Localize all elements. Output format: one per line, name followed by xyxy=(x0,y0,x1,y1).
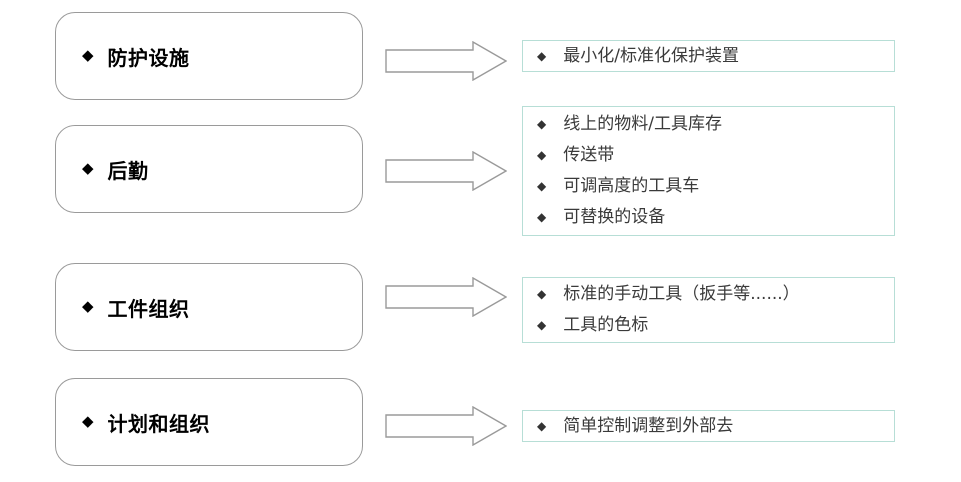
diamond-bullet-icon: ◆ xyxy=(537,48,547,63)
category-box-1[interactable]: ◆ 防护设施 xyxy=(55,12,363,100)
category-content-2: ◆ 后勤 xyxy=(56,155,149,184)
detail-text: 标准的手动工具（扳手等......） xyxy=(563,284,800,304)
diamond-bullet-icon: ◆ xyxy=(537,318,547,332)
category-label-3: 工件组织 xyxy=(107,296,190,321)
detail-text: 线上的物料/工具库存 xyxy=(563,114,722,134)
detail-text: 简单控制调整到外部去 xyxy=(563,415,734,436)
category-label-1: 防护设施 xyxy=(107,45,190,70)
detail-item: ◆ 最小化/标准化保护装置 xyxy=(523,41,894,72)
diamond-bullet-icon: ◆ xyxy=(537,179,547,193)
detail-item: ◆ 可替换的设备 xyxy=(523,202,894,233)
category-content-1: ◆ 防护设施 xyxy=(56,42,190,71)
category-box-3[interactable]: ◆ 工件组织 xyxy=(55,263,363,351)
detail-item: ◆ 工具的色标 xyxy=(523,310,894,341)
detail-box-1[interactable]: ◆ 最小化/标准化保护装置 xyxy=(522,40,895,72)
category-content-3: ◆ 工件组织 xyxy=(56,293,190,322)
arrow-right-icon-1 xyxy=(385,41,507,81)
diamond-bullet-icon: ◆ xyxy=(537,210,547,224)
category-box-2[interactable]: ◆ 后勤 xyxy=(55,125,363,213)
diamond-bullet-icon: ◆ xyxy=(82,296,94,315)
detail-text: 可替换的设备 xyxy=(563,207,666,227)
category-label-4: 计划和组织 xyxy=(107,411,211,436)
detail-box-2[interactable]: ◆ 线上的物料/工具库存 ◆ 传送带 ◆ 可调高度的工具车 ◆ 可替换的设备 xyxy=(522,106,895,236)
detail-item: ◆ 可调高度的工具车 xyxy=(523,171,894,202)
detail-item: ◆ 简单控制调整到外部去 xyxy=(523,411,894,442)
diamond-bullet-icon: ◆ xyxy=(537,117,547,131)
detail-item: ◆ 传送带 xyxy=(523,140,894,171)
diamond-bullet-icon: ◆ xyxy=(82,158,94,177)
detail-item: ◆ 标准的手动工具（扳手等......） xyxy=(523,279,894,310)
detail-box-4[interactable]: ◆ 简单控制调整到外部去 xyxy=(522,410,895,442)
detail-box-3[interactable]: ◆ 标准的手动工具（扳手等......） ◆ 工具的色标 xyxy=(522,277,895,343)
detail-text: 可调高度的工具车 xyxy=(563,176,700,196)
detail-text: 最小化/标准化保护装置 xyxy=(563,45,739,66)
diamond-bullet-icon: ◆ xyxy=(537,418,547,433)
detail-item: ◆ 线上的物料/工具库存 xyxy=(523,109,894,140)
category-label-2: 后勤 xyxy=(107,158,149,183)
diamond-bullet-icon: ◆ xyxy=(82,411,94,430)
diamond-bullet-icon: ◆ xyxy=(537,148,547,162)
arrow-right-icon-3 xyxy=(385,277,507,317)
arrow-right-icon-4 xyxy=(385,406,507,446)
detail-text: 工具的色标 xyxy=(563,315,649,335)
detail-text: 传送带 xyxy=(563,145,615,165)
category-box-4[interactable]: ◆ 计划和组织 xyxy=(55,378,363,466)
diamond-bullet-icon: ◆ xyxy=(537,287,547,301)
category-content-4: ◆ 计划和组织 xyxy=(56,408,210,437)
arrow-right-icon-2 xyxy=(385,151,507,191)
diamond-bullet-icon: ◆ xyxy=(82,45,94,64)
